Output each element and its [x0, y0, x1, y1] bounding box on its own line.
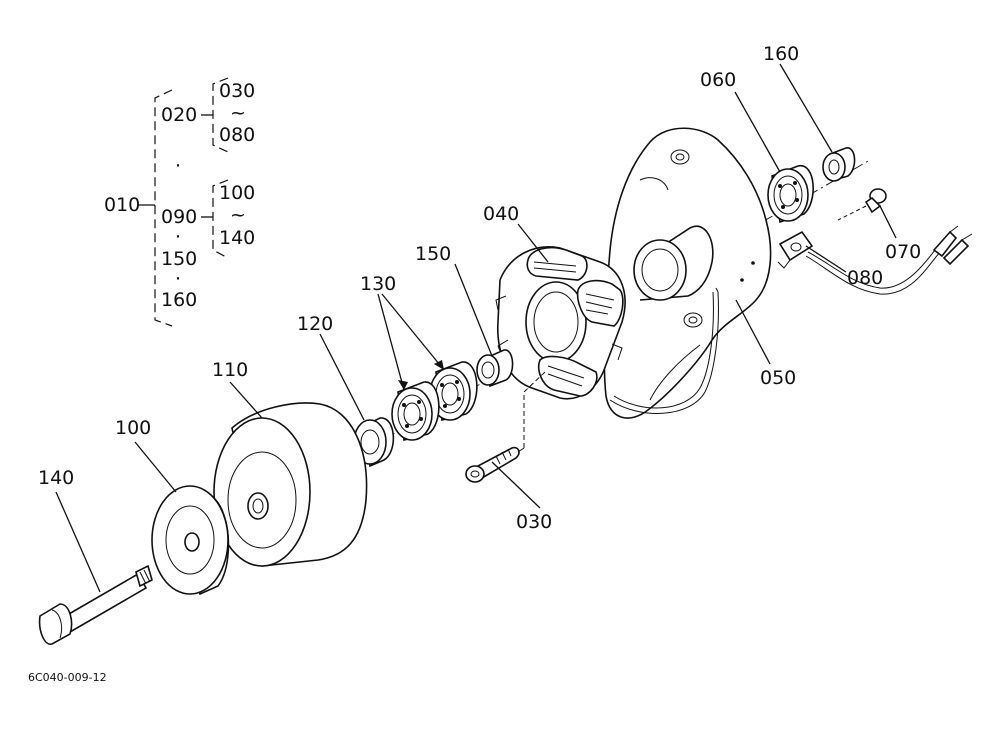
tree-150: 150 — [161, 248, 197, 270]
tree-030: 030 — [219, 80, 255, 102]
callout-150: 150 — [415, 243, 451, 265]
lead-wires — [805, 225, 973, 295]
callout-100: 100 — [115, 417, 151, 439]
bracket-090 — [212, 179, 229, 259]
pulley-110-part — [213, 402, 368, 567]
callout-160: 160 — [763, 43, 799, 65]
tree-020: 020 — [161, 104, 197, 126]
bolt-140-part — [38, 564, 153, 645]
figure-code: 6C040-009-12 — [28, 671, 107, 684]
bearing-060-part — [767, 165, 814, 224]
tree-140: 140 — [219, 227, 255, 249]
tree-dot-2: · — [175, 226, 181, 248]
parts-hierarchy-tree: 010 020 030 ~ 080 · 090 100 ~ 140 · 150 … — [104, 77, 255, 327]
lead-wire — [609, 287, 719, 414]
callout-050: 050 — [760, 367, 796, 389]
end-cover-part — [603, 127, 772, 419]
bearing-130a-part — [429, 361, 478, 421]
callout-030: 030 — [516, 511, 552, 533]
seal-160-part — [822, 147, 856, 182]
callout-leaders — [55, 63, 897, 593]
callout-140: 140 — [38, 467, 74, 489]
callout-060: 060 — [700, 69, 736, 91]
callout-070: 070 — [885, 241, 921, 263]
stator-part — [495, 246, 626, 400]
bracket-020 — [212, 77, 229, 153]
tree-root-010: 010 — [104, 194, 140, 216]
tree-080: 080 — [219, 124, 255, 146]
clip-080-part — [777, 230, 814, 269]
callout-130: 130 — [360, 273, 396, 295]
tree-100: 100 — [219, 182, 255, 204]
callout-labels: 160 060 040 150 070 080 130 120 050 110 … — [38, 43, 921, 533]
callout-110: 110 — [212, 359, 248, 381]
callout-120: 120 — [297, 313, 333, 335]
callout-080: 080 — [847, 267, 883, 289]
collar-150-part — [476, 349, 514, 388]
tree-range-sep-b: ~ — [230, 204, 246, 226]
bearing-130b-part — [391, 381, 440, 441]
bolt-030-part — [465, 371, 546, 483]
terminal-screw-070-part — [837, 188, 887, 221]
tree-160: 160 — [161, 289, 197, 311]
washer-100-part — [151, 485, 230, 596]
callout-040: 040 — [483, 203, 519, 225]
outer-bracket — [154, 89, 173, 327]
tree-dot-1: · — [175, 155, 181, 177]
tree-090: 090 — [161, 206, 197, 228]
tree-range-sep-a: ~ — [230, 102, 246, 124]
tree-dot-3: · — [175, 268, 181, 290]
